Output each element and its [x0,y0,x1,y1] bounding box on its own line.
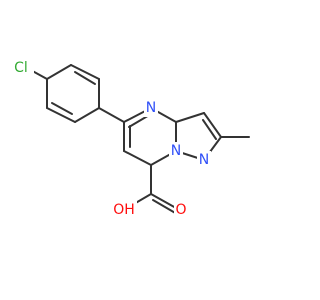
chlorine-atom: Cl [10,59,34,77]
bond [46,107,76,123]
carbonyl-oxygen-label: O [175,202,186,218]
hydroxyl-label: OH [113,202,135,218]
bridgehead-nitrogen-label: N [171,143,181,159]
bridgehead-nitrogen-atom: N [169,142,183,160]
bond [203,112,222,138]
bond [70,64,100,80]
bond [123,150,152,166]
bond [150,193,177,209]
bond [74,71,96,85]
carbonyl-oxygen-atom: O [174,201,188,219]
bond-layer [26,64,250,215]
atom-layer: Cl N N N OH O [10,59,211,219]
bond [74,107,100,123]
molecule-structure-diagram: Cl N N N OH O [10,59,250,219]
pyrazole-nitrogen-label: N [199,152,209,168]
chlorine-label: Cl [14,60,28,76]
bond [202,119,217,140]
hydroxyl-oxygen-atom: OH [111,201,137,219]
bond [152,199,178,215]
bond [51,102,73,115]
pyrimidine-nitrogen-label: N [146,100,156,116]
pyrimidine-nitrogen-atom: N [144,99,158,117]
bond [98,107,125,123]
pyrazole-nitrogen-atom: N [197,151,211,169]
bond [46,64,72,80]
bond [175,112,205,123]
